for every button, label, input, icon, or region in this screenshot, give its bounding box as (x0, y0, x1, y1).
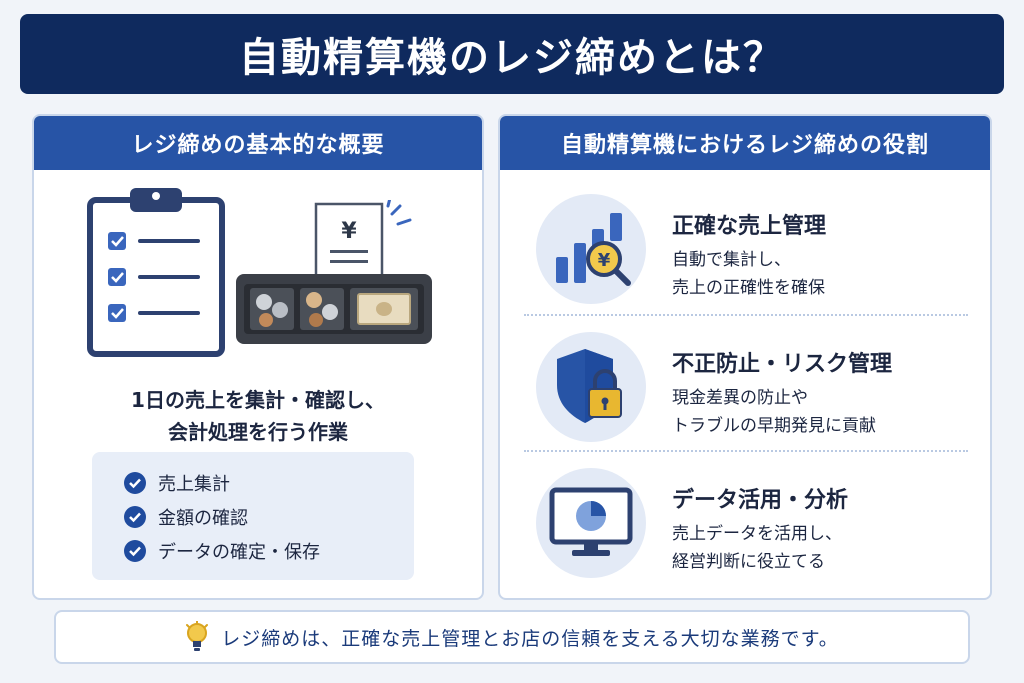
divider (524, 450, 968, 452)
shield-lock-icon (557, 349, 622, 423)
clipboard-checklist-icon (87, 188, 225, 357)
checklist-item: データの確定・保存 (124, 534, 414, 568)
role-description-line2: 経営判断に役立てる (672, 552, 825, 572)
yen-symbol: ¥ (341, 219, 357, 244)
role-description: 自動で集計し、 売上の正確性を確保 (672, 246, 825, 302)
overview-description-line1: 1日の売上を集計・確認し、 (131, 388, 385, 412)
roles-panel: 自動精算機におけるレジ締めの役割 ¥ 正確な売上管理 自動で集計し、 売上の正確… (498, 114, 992, 600)
check-circle-icon (124, 540, 146, 562)
role-icon-circle: ¥ (536, 194, 646, 304)
role-description-line2: 売上の正確性を確保 (672, 278, 825, 298)
role-icon-circle (536, 468, 646, 578)
role-description: 売上データを活用し、 経営判断に役立てる (672, 520, 842, 576)
role-accurate-sales: ¥ 正確な売上管理 自動で集計し、 売上の正確性を確保 (500, 182, 990, 314)
monitor-pie-chart-icon (549, 487, 633, 556)
cash-tray-receipt-icon: ¥ (236, 200, 432, 344)
overview-description: 1日の売上を集計・確認し、 会計処理を行う作業 (34, 384, 482, 448)
role-fraud-prevention: 不正防止・リスク管理 現金差異の防止や トラブルの早期発見に貢献 (500, 320, 990, 452)
checklist-item-label: 売上集計 (158, 474, 230, 495)
title-bar: 自動精算機のレジ締めとは？ (20, 14, 1004, 94)
overview-panel: レジ締めの基本的な概要 ¥ (32, 114, 484, 600)
checklist-item: 売上集計 (124, 466, 414, 500)
divider (524, 314, 968, 316)
overview-panel-heading: レジ締めの基本的な概要 (34, 116, 482, 170)
checklist-item-label: データの確定・保存 (158, 542, 320, 563)
role-description-line1: 自動で集計し、 (672, 250, 791, 270)
role-description-line1: 売上データを活用し、 (672, 524, 842, 544)
roles-panel-heading: 自動精算機におけるレジ締めの役割 (500, 116, 990, 170)
overview-description-line2: 会計処理を行う作業 (168, 420, 348, 444)
page-title: 自動精算機のレジ締めとは？ (239, 35, 785, 81)
checklist-item: 金額の確認 (124, 500, 414, 534)
task-checklist: 売上集計 金額の確認 データの確定・保存 (92, 452, 414, 580)
role-title: 不正防止・リスク管理 (672, 352, 893, 377)
role-description-line1: 現金差異の防止や (672, 388, 808, 408)
check-circle-icon (124, 506, 146, 528)
summary-text: レジ締めは、正確な売上管理とお店の信頼を支える大切な業務です。 (221, 627, 839, 650)
bar-chart-magnifier-icon: ¥ (556, 213, 631, 286)
lightbulb-icon (186, 621, 209, 651)
role-title: データ活用・分析 (672, 488, 849, 513)
role-data-analysis: データ活用・分析 売上データを活用し、 経営判断に役立てる (500, 456, 990, 588)
role-description: 現金差異の防止や トラブルの早期発見に貢献 (672, 384, 876, 440)
check-circle-icon (124, 472, 146, 494)
summary-footer: レジ締めは、正確な売上管理とお店の信頼を支える大切な業務です。 (54, 610, 970, 664)
role-icon-circle (536, 332, 646, 442)
role-description-line2: トラブルの早期発見に貢献 (672, 416, 876, 436)
yen-symbol: ¥ (598, 250, 611, 271)
role-title: 正確な売上管理 (672, 214, 827, 239)
checklist-item-label: 金額の確認 (158, 508, 248, 529)
